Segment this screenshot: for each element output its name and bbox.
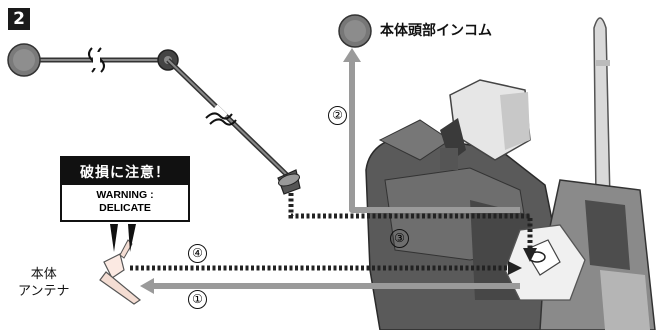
- step-4-marker: ④: [188, 244, 207, 263]
- warning-pointer-left: [110, 224, 118, 252]
- antenna-label-line-1: 本体: [30, 267, 57, 282]
- head-intercom-icon: [338, 14, 372, 48]
- warning-line-1: WARNING :: [96, 189, 154, 201]
- step-1-marker: ①: [188, 290, 207, 309]
- antenna-part-illustration: [99, 239, 142, 305]
- warning-box: 破損に注意！ WARNING : DELICATE: [60, 156, 190, 222]
- step-2-marker: ②: [328, 106, 347, 125]
- head-intercom-label: 本体頭部インコム: [380, 23, 492, 39]
- warning-pointer-right: [128, 224, 136, 252]
- route-3-dotted: [288, 193, 533, 252]
- antenna-label-line-2: アンテナ: [18, 284, 70, 299]
- intercom-cable: [7, 43, 301, 195]
- step-number-badge: 2: [8, 8, 30, 30]
- route-2-arrow: [349, 58, 520, 213]
- warning-title: 破損に注意！: [62, 158, 188, 185]
- step-3-marker: ③: [390, 229, 409, 248]
- warning-line-2: DELICATE: [99, 202, 151, 214]
- warning-text: WARNING : DELICATE: [62, 185, 188, 220]
- antenna-label: 本体 アンテナ: [18, 266, 69, 300]
